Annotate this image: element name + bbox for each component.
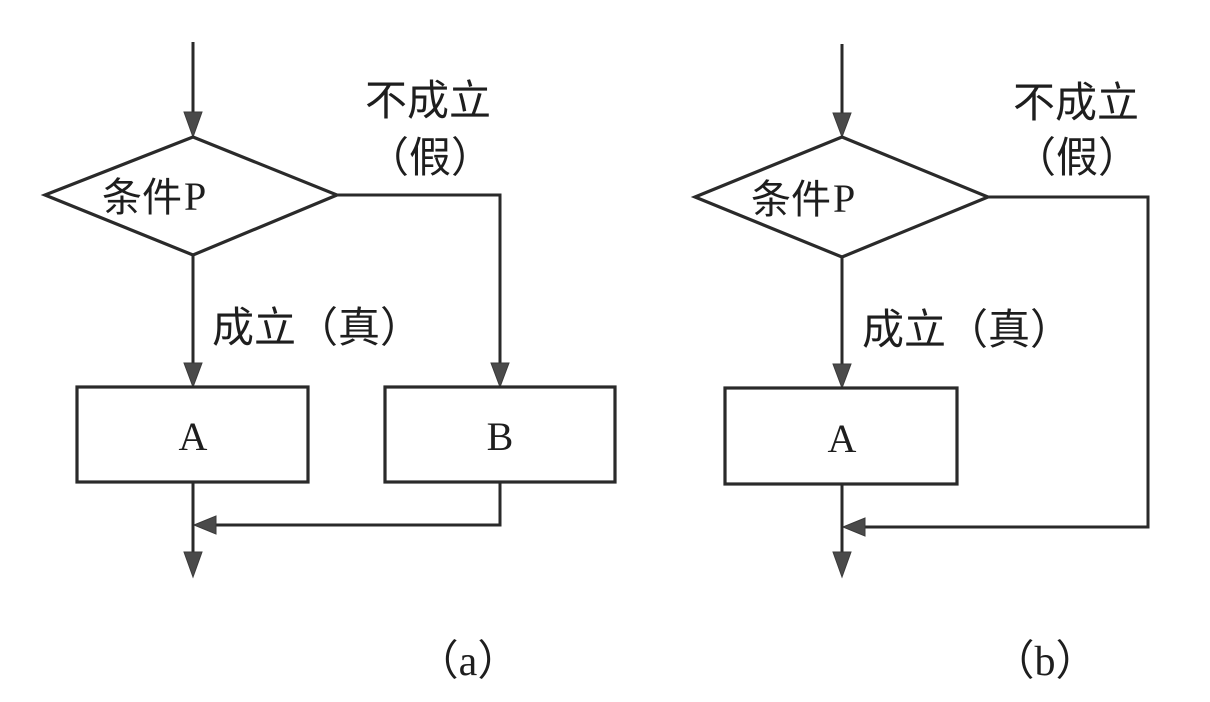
decision-label-cn-b: 条件 bbox=[751, 177, 831, 223]
caption-a: （a） bbox=[417, 639, 520, 685]
arrowhead-down-icon bbox=[832, 551, 852, 579]
false-branch-line-b bbox=[859, 195, 1150, 529]
process-box-a-true bbox=[75, 385, 310, 484]
false-label-line1-b: 不成立 bbox=[1013, 78, 1139, 127]
arrowhead-down-icon bbox=[832, 112, 852, 139]
process-label-b-true: A bbox=[828, 416, 857, 461]
decision-label-cn-a: 条件 bbox=[102, 175, 182, 221]
process-label-a-true: A bbox=[179, 414, 208, 459]
process-label-a-false: B bbox=[487, 414, 514, 459]
decision-label-var-b: P bbox=[833, 176, 855, 221]
arrowhead-down-icon bbox=[183, 362, 203, 389]
arrowhead-left-icon bbox=[192, 515, 217, 535]
false-label-line2-a: （假） bbox=[367, 133, 493, 182]
true-label-a: 成立（真） bbox=[212, 303, 422, 352]
process-box-b-true bbox=[723, 386, 959, 486]
arrowhead-left-icon bbox=[841, 517, 866, 537]
true-label-b: 成立（真） bbox=[862, 305, 1072, 354]
arrowhead-down-icon bbox=[832, 363, 852, 390]
decision-label-var-a: P bbox=[184, 174, 206, 219]
false-branch-line-a bbox=[337, 193, 502, 372]
false-label-line1-a: 不成立 bbox=[365, 76, 491, 125]
merge-line-a bbox=[210, 482, 502, 527]
flowchart-b: 条件 P 不成立 （假） 成立（真） A （b） bbox=[690, 44, 1150, 685]
false-label-line2-b: （假） bbox=[1014, 133, 1140, 182]
arrowhead-down-icon bbox=[183, 551, 203, 579]
arrowhead-down-icon bbox=[490, 362, 510, 389]
caption-b: （b） bbox=[992, 639, 1097, 685]
flowchart-a: 条件 P 不成立 （假） 成立（真） A B （a） bbox=[40, 42, 617, 685]
arrowhead-down-icon bbox=[183, 111, 203, 139]
